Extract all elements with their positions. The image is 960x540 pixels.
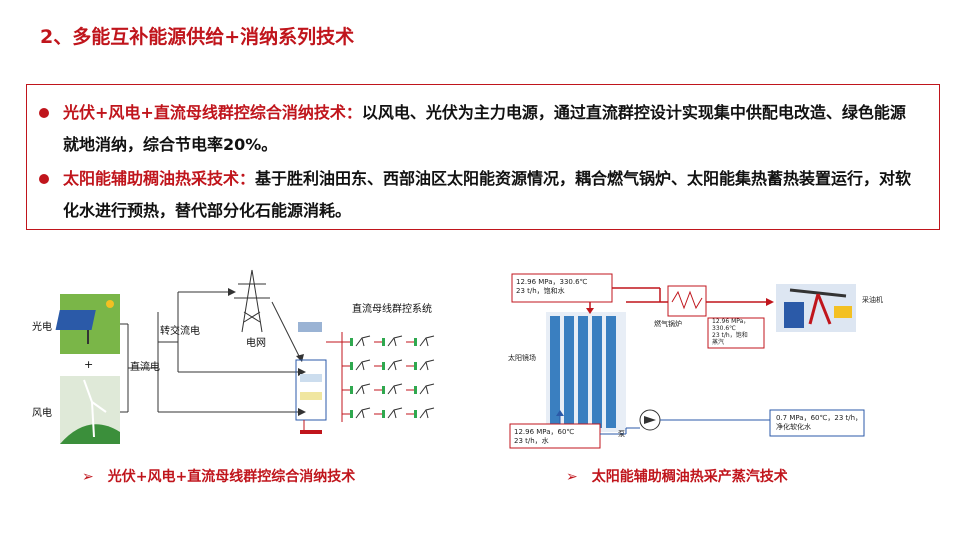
dc-label: 直流电 [130, 362, 160, 373]
mirror-label: 太阳镜场 [508, 354, 536, 362]
power-pylon-icon [234, 269, 270, 333]
bullet-highlight: 光伏+风电+直流母线群控综合消纳技术： [63, 103, 362, 122]
caption-arrow-icon: ➢ [82, 469, 94, 485]
pump-jack-mini-icon [406, 359, 435, 371]
steam-top-label: 12.96 MPa，330.6℃ 23 t/h，饱和水 [516, 278, 588, 295]
steam-mid-label: 12.96 MPa， 330.6℃ 23 t/h，饱和 蒸汽 [712, 318, 750, 346]
soft-water-label: 0.7 MPa，60℃，23 t/h， 净化软化水 [776, 414, 863, 431]
bullet-text: 基于胜利油田东、西部油区太阳能资源情况，耦合燃气锅炉、太阳能集热蓄热装置运行，对… [63, 169, 912, 220]
wind-label: 风电 [32, 408, 52, 419]
pump-jack-mini-icon [342, 383, 371, 395]
bullet-solar-thermal: 太阳能辅助稠油热采技术：基于胜利油田东、西部油区太阳能资源情况，耦合燃气锅炉、太… [39, 163, 919, 227]
solar-thermal-diagram: 12.96 MPa，330.6℃ 23 t/h，饱和水 燃气锅炉 12.96 M… [500, 262, 900, 452]
pv-wind-diagram: 光电 + 风电 直流电 转交流电 电网 直流母线群控系统 [28, 262, 448, 452]
boiler-label: 燃气锅炉 [654, 320, 682, 328]
pump-jack-mini-icon [406, 407, 435, 419]
bullet-text: 以风电、光伏为主力电源，通过直流群控设计实现集中供配电改造、绿色能源就地消纳，综… [63, 103, 906, 154]
control-cabinet [295, 322, 327, 434]
system-label: 直流母线群控系统 [352, 304, 432, 315]
sun-icon [106, 300, 114, 308]
bullet-highlight: 太阳能辅助稠油热采技术： [63, 169, 256, 188]
caption-left-text: 光伏+风电+直流母线群控综合消纳技术 [107, 469, 356, 485]
water-bottom-label: 12.96 MPa，60℃ 23 t/h，水 [514, 428, 575, 445]
grid-label: 电网 [246, 338, 266, 349]
pv-label: 光电 [32, 322, 52, 333]
ac-label: 转交流电 [160, 326, 200, 337]
solar-panel-icon [55, 310, 96, 330]
pump-jack-mini-icon [374, 359, 403, 371]
pump-jack-mini-icon [342, 335, 371, 347]
caption-left: ➢ 光伏+风电+直流母线群控综合消纳技术 [82, 466, 355, 486]
caption-arrow-icon: ➢ [566, 469, 578, 485]
section-title: 2、多能互补能源供给+消纳系列技术 [40, 26, 355, 48]
pump-jack-mini-icon [374, 383, 403, 395]
solar-thermal-diagram-svg [509, 273, 865, 449]
caption-right: ➢ 太阳能辅助稠油热采产蒸汽技术 [566, 466, 788, 486]
bullet-dot [39, 108, 49, 118]
pv-wind-diagram-svg [55, 269, 435, 444]
wind-turbine-icon [91, 401, 95, 438]
pump-jack-mini-icon [406, 383, 435, 395]
pump-jack-mini-icon [406, 335, 435, 347]
caption-right-text: 太阳能辅助稠油热采产蒸汽技术 [591, 469, 788, 485]
bullet-pv-wind: 光伏+风电+直流母线群控综合消纳技术：以风电、光伏为主力电源，通过直流群控设计实… [39, 97, 919, 161]
bullet-dot [39, 174, 49, 184]
pump-label: 泵 [618, 430, 625, 438]
summary-box: 光伏+风电+直流母线群控综合消纳技术：以风电、光伏为主力电源，通过直流群控设计实… [26, 84, 940, 230]
pump-jack-mini-icon [342, 359, 371, 371]
pump-jack-mini-icon [374, 335, 403, 347]
pump-jack-mini-icon [342, 407, 371, 419]
pump-jack-icon [776, 284, 856, 332]
oil-label: 采油机 [862, 296, 883, 304]
plus-sign: + [84, 358, 94, 371]
pump-jack-mini-icon [374, 407, 403, 419]
